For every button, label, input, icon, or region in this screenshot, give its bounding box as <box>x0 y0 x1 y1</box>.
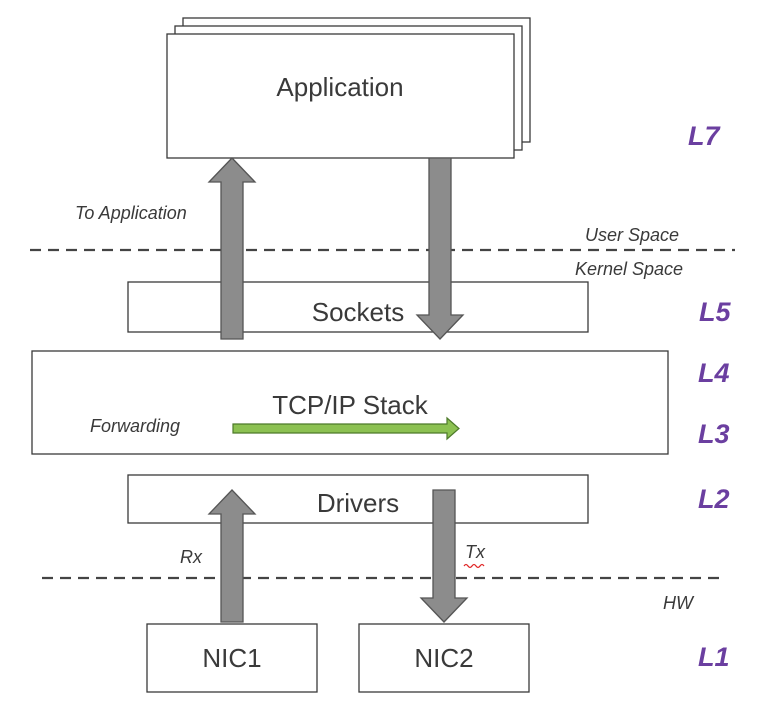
tcpip-stack-box <box>31 350 669 455</box>
layer-label-l3: L3 <box>698 419 730 449</box>
layer-label-l4: L4 <box>698 358 730 388</box>
up-arrow-to-application <box>207 157 257 340</box>
tx-note: Tx <box>465 542 486 562</box>
user-space-note: User Space <box>585 225 679 245</box>
drivers-label: Drivers <box>317 488 399 518</box>
tcpip-stack-label: TCP/IP Stack <box>272 390 429 420</box>
nic1-box <box>146 623 318 693</box>
rx-note: Rx <box>180 547 203 567</box>
layer-label-l5: L5 <box>699 297 731 327</box>
drivers-box <box>127 474 589 524</box>
tx-arrow <box>419 489 469 623</box>
nic2-label: NIC2 <box>414 643 473 673</box>
layer-label-l1: L1 <box>698 642 730 672</box>
sockets-label: Sockets <box>312 297 405 327</box>
down-arrow-to-sockets <box>415 157 465 340</box>
application-box <box>166 33 515 159</box>
application-stack: Application <box>166 17 531 159</box>
hw-note: HW <box>663 593 695 613</box>
application-label: Application <box>276 72 403 102</box>
to-application-note: To Application <box>75 203 187 223</box>
layer-label-l7: L7 <box>688 121 721 151</box>
forwarding-arrow <box>232 416 460 441</box>
kernel-space-note: Kernel Space <box>575 259 683 279</box>
nic2-box <box>358 623 530 693</box>
tx-spellcheck-underline <box>463 563 485 569</box>
forwarding-note: Forwarding <box>90 416 180 436</box>
layer-label-l2: L2 <box>698 484 730 514</box>
rx-arrow <box>207 489 257 623</box>
nic1-label: NIC1 <box>202 643 261 673</box>
sockets-box <box>127 281 589 333</box>
